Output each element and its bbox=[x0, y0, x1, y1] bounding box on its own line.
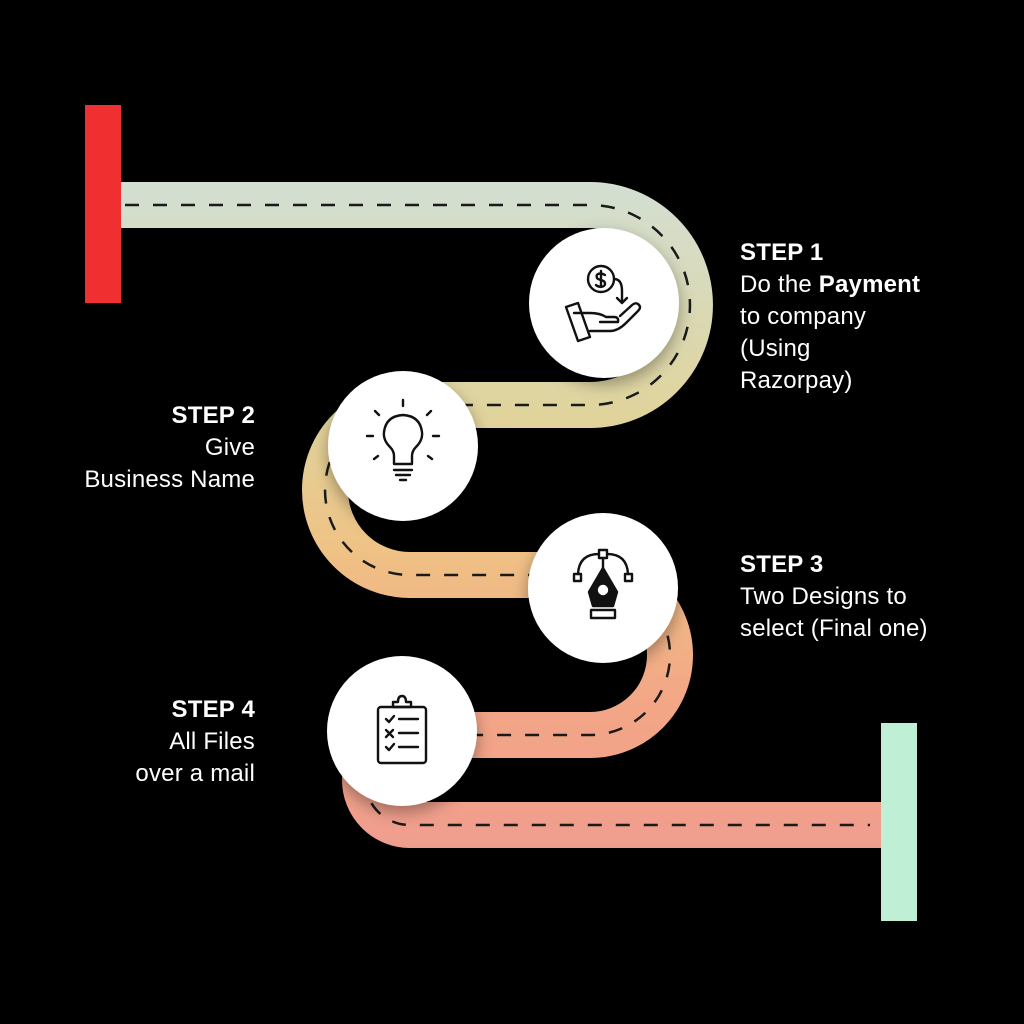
step4-circle bbox=[327, 656, 477, 806]
step3-title: STEP 3 bbox=[740, 551, 824, 578]
step1-title: STEP 1 bbox=[740, 239, 824, 266]
clipboard-checklist-icon bbox=[376, 694, 428, 765]
step2-line2: Business Name bbox=[84, 466, 255, 493]
step1-line1-bold: Payment bbox=[818, 271, 921, 298]
step1-line2: to company bbox=[740, 303, 867, 330]
lightbulb-icon bbox=[365, 398, 441, 482]
step2-text: STEP 2 Give Business Name bbox=[84, 400, 255, 496]
step4-text: STEP 4 All Files over a mail bbox=[135, 694, 255, 790]
step1-line4: Razorpay) bbox=[740, 367, 853, 394]
step1-text: STEP 1 Do the Payment to company (Using … bbox=[740, 237, 920, 397]
step3-text: STEP 3 Two Designs to select (Final one) bbox=[740, 549, 928, 645]
step3-circle bbox=[528, 513, 678, 663]
step1-circle bbox=[529, 228, 679, 378]
step1-line3: (Using bbox=[740, 335, 811, 362]
step1-line1: Do the Payment bbox=[740, 269, 920, 301]
step4-title: STEP 4 bbox=[171, 696, 255, 723]
step2-title: STEP 2 bbox=[171, 402, 255, 429]
step2-line1: Give bbox=[204, 434, 255, 461]
payment-hand-icon bbox=[564, 264, 642, 343]
step4-line2: over a mail bbox=[135, 760, 255, 787]
start-flag bbox=[85, 105, 121, 303]
step2-circle bbox=[328, 371, 478, 521]
end-flag bbox=[881, 723, 917, 921]
step3-line2: select (Final one) bbox=[740, 615, 928, 642]
step1-line1-prefix: Do the bbox=[740, 271, 819, 298]
step4-line1: All Files bbox=[169, 728, 255, 755]
pen-tool-icon bbox=[572, 548, 634, 620]
step3-line1: Two Designs to bbox=[740, 583, 907, 610]
